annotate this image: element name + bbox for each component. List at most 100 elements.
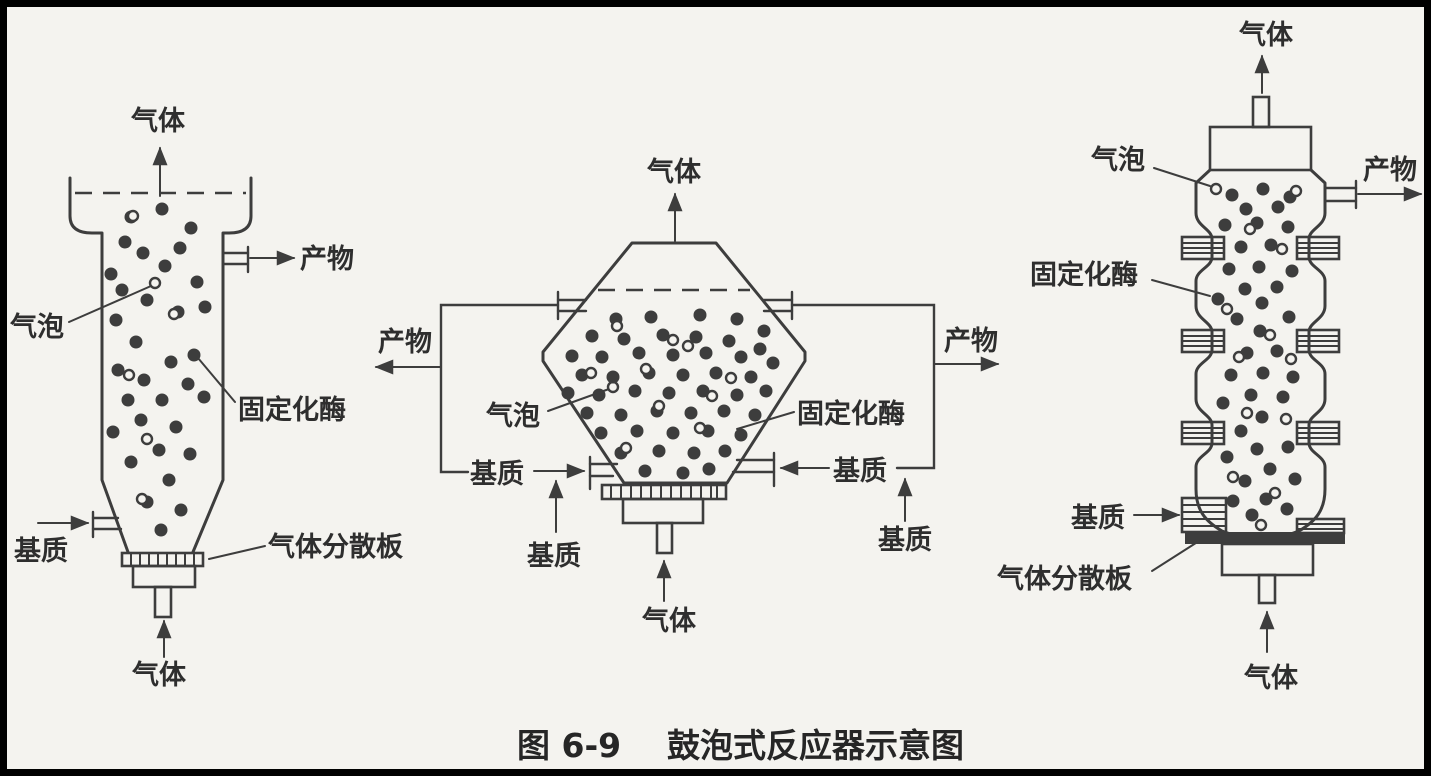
enzyme-particle-dot (1281, 440, 1295, 454)
product-label: 产物 (1363, 155, 1417, 186)
substrate-inlet-nozzle (37, 510, 123, 539)
enzyme-particle-dot (1288, 472, 1302, 486)
enzyme-particle-dot (1259, 492, 1273, 506)
enzyme-particle-dot (766, 356, 780, 370)
enzyme-pointer-line (197, 357, 236, 403)
gas-bubble-dot (1232, 350, 1246, 364)
enzyme-particle-dot (1238, 474, 1252, 488)
enzyme-particle-dot (1270, 280, 1284, 294)
substrate-label-right-inline: 基质 (833, 456, 887, 487)
enzyme-particle-dot (1224, 368, 1238, 382)
left-particle-field (104, 202, 212, 537)
gas-bubble-dot (135, 492, 149, 506)
figure-number: 图 6-9 (517, 726, 621, 765)
bubble-pointer-line (68, 285, 152, 323)
enzyme-particle-dot (121, 393, 135, 407)
enzyme-particle-dot (197, 390, 211, 404)
gas-bubble-dot (693, 421, 707, 435)
enzyme-particle-dot (1256, 182, 1270, 196)
enzyme-particle-dot (1234, 240, 1248, 254)
enzyme-particle-dot (702, 462, 716, 476)
gas-bubble-dot (705, 389, 719, 403)
enzyme-particle-dot (184, 221, 198, 235)
enzyme-particle-dot (606, 370, 620, 384)
product-outlet-nozzle (1323, 179, 1423, 210)
enzyme-particle-dot (1230, 312, 1244, 326)
enzyme-particle-dot (152, 443, 166, 457)
product-outlet-nozzle (221, 245, 296, 274)
gas-sparger-plate-label: 气体分散板 (996, 564, 1132, 595)
enzyme-particle-dot (689, 330, 703, 344)
figure-caption: 图 6-9 鼓泡式反应器示意图 (517, 726, 964, 765)
middle-particle-field (561, 308, 780, 480)
enzyme-pointer-line (1151, 279, 1211, 297)
gas-bubble-dot (652, 399, 666, 413)
enzyme-particle-dot (1255, 410, 1269, 424)
gas-bubble-dot (1263, 328, 1277, 342)
enzyme-particle-dot (1285, 264, 1299, 278)
substrate-label: 基质 (14, 536, 68, 567)
gas-inlet-label: 气体 (641, 606, 697, 637)
enzyme-particle-dot (585, 329, 599, 343)
paper-background (7, 7, 1424, 769)
enzyme-particle-dot (734, 350, 748, 364)
gas-sparger-plate-label: 气体分散板 (267, 532, 403, 563)
gas-bubble-dot (1243, 222, 1257, 236)
gas-bubble-dot (1268, 486, 1282, 500)
enzyme-particle-dot (1211, 292, 1225, 306)
gas-outlet-label: 气体 (1238, 20, 1294, 51)
enzyme-particle-dot (709, 366, 723, 380)
enzyme-particle-dot (580, 406, 594, 420)
enzyme-particle-dot (137, 373, 151, 387)
bubble-callout-dot (148, 276, 162, 290)
enzyme-particle-dot (632, 346, 646, 360)
gas-bubble-dot (724, 371, 738, 385)
gas-bubble-dot (681, 339, 695, 353)
enzyme-particle-dot (155, 202, 169, 216)
vessel-right-wall (191, 176, 253, 554)
vessel-left-wall (1194, 168, 1238, 538)
enzyme-particle-dot (693, 308, 707, 322)
product-label-left: 产物 (378, 327, 432, 358)
enzyme-particle-dot (169, 420, 183, 434)
enzyme-particle-dot (757, 324, 771, 338)
enzyme-particle-dot (718, 444, 732, 458)
enzyme-particle-dot (753, 342, 767, 356)
enzyme-particle-dot (1245, 508, 1259, 522)
enzyme-particle-dot (594, 426, 608, 440)
left-recycle-loop (374, 290, 619, 491)
enzyme-particle-dot (662, 386, 676, 400)
enzyme-particle-dot (734, 428, 748, 442)
bubble-label: 气泡 (9, 311, 64, 343)
immobilized-enzyme-label: 固定化酶 (1030, 259, 1138, 291)
enzyme-particle-dot (1256, 366, 1270, 380)
gas-bubble-dot (1226, 470, 1240, 484)
bubble-pointer-line (1153, 167, 1211, 187)
gas-outlet-label: 气体 (646, 157, 702, 188)
enzyme-particle-dot (181, 377, 195, 391)
gas-bubble-dot (167, 307, 181, 321)
enzyme-particle-dot (617, 332, 631, 346)
enzyme-particle-dot (164, 355, 178, 369)
enzyme-particle-dot (1220, 450, 1234, 464)
enzyme-particle-dot (1226, 494, 1240, 508)
enzyme-particle-dot (109, 313, 123, 327)
bubble-label: 气泡 (485, 400, 540, 432)
enzyme-particle-dot (1252, 260, 1266, 274)
stage-fins (1180, 235, 1341, 446)
enzyme-particle-dot (687, 446, 701, 460)
enzyme-particle-dot (124, 455, 138, 469)
enzyme-particle-dot (656, 328, 670, 342)
gas-bubble-dot (1240, 406, 1254, 420)
enzyme-particle-dot (1244, 388, 1258, 402)
enzyme-particle-dot (155, 393, 169, 407)
gas-sparger-plate (1185, 532, 1345, 544)
enzyme-particle-dot (198, 300, 212, 314)
enzyme-particle-dot (1255, 296, 1269, 310)
enzyme-pointer-line (736, 411, 795, 430)
enzyme-particle-dot (1216, 396, 1230, 410)
enzyme-particle-dot (614, 408, 628, 422)
enzyme-particle-dot (183, 447, 197, 461)
gas-bubble-dot (126, 209, 140, 223)
enzyme-particle-dot (115, 283, 129, 297)
